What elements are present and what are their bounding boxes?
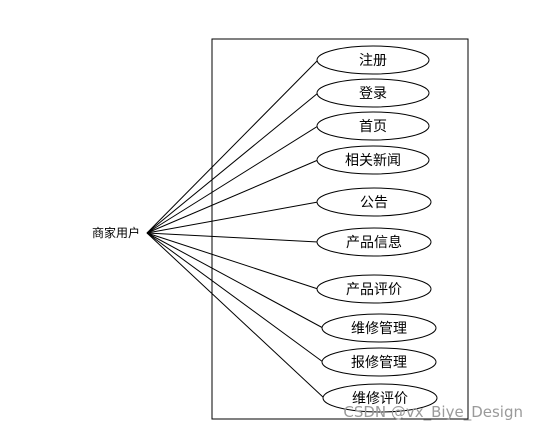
association-line: [146, 125, 319, 234]
association-line: [146, 92, 319, 234]
use-case: 维修管理: [321, 313, 437, 343]
association-line: [146, 232, 319, 290]
use-case-label: 维修管理: [351, 321, 407, 337]
use-case-label: 维修评价: [352, 391, 408, 407]
use-case-ellipse: [322, 383, 438, 413]
use-case-label: 产品评价: [346, 282, 402, 298]
association-lines: [146, 59, 325, 399]
association-line: [146, 232, 325, 399]
use-case: 注册: [316, 45, 430, 75]
association-line: [146, 159, 319, 234]
use-case-ellipse: [316, 78, 430, 108]
watermark: CSDN @vx_Biye_Design: [343, 403, 523, 422]
use-case-ellipse: [321, 347, 437, 377]
use-case-ellipse: [316, 227, 432, 257]
use-case: 登录: [316, 78, 430, 108]
association-line: [146, 232, 319, 243]
use-case-label: 相关新闻: [345, 153, 401, 169]
use-case-ellipse: [316, 111, 430, 141]
use-case-label: 登录: [359, 86, 387, 102]
use-case: 产品评价: [316, 274, 432, 304]
system-boundary: [211, 38, 469, 420]
use-case-ellipse: [316, 274, 432, 304]
use-case-ellipse: [316, 145, 430, 175]
use-case-label: 首页: [359, 119, 387, 135]
use-case: 维修评价: [322, 383, 438, 413]
use-case-label: 报修管理: [351, 355, 407, 371]
use-case-label: 产品信息: [346, 234, 402, 251]
association-line: [146, 59, 319, 234]
use-case: 产品信息: [316, 227, 432, 257]
use-case-ellipse: [316, 187, 432, 217]
association-line: [146, 201, 319, 234]
use-case-label: 公告: [360, 195, 388, 211]
association-line: [146, 232, 324, 363]
use-case-label: 注册: [359, 53, 387, 69]
use-case-ellipse: [316, 45, 430, 75]
use-case: 公告: [316, 187, 432, 217]
use-case-ellipse: [321, 313, 437, 343]
use-case: 相关新闻: [316, 145, 430, 175]
use-case: 首页: [316, 111, 430, 141]
actor-label: 商家用户: [92, 225, 140, 240]
association-line: [146, 232, 324, 329]
use-case: 报修管理: [321, 347, 437, 377]
